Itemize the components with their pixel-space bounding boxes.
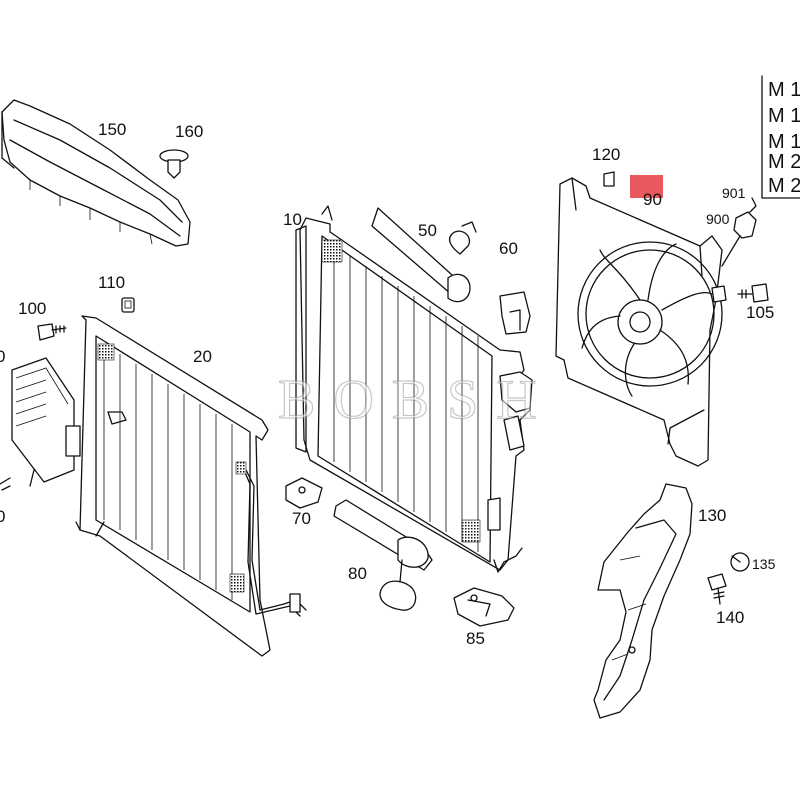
legend-row-2: M 1 bbox=[768, 105, 800, 127]
label-100: 100 bbox=[18, 299, 46, 318]
part-10-radiator[interactable] bbox=[295, 205, 533, 573]
part-901-pin[interactable] bbox=[749, 197, 757, 213]
label-130: 130 bbox=[698, 506, 726, 525]
label-70: 70 bbox=[292, 509, 311, 528]
part-135-clip[interactable] bbox=[730, 552, 750, 572]
label-110: 110 bbox=[98, 273, 125, 292]
part-70-pad[interactable] bbox=[285, 477, 323, 509]
part-60-bracket[interactable] bbox=[499, 291, 531, 335]
part-900-connector[interactable] bbox=[721, 211, 757, 267]
part-105-bolt[interactable] bbox=[737, 283, 769, 303]
label-20: 20 bbox=[193, 347, 212, 366]
legend-row-1: M 1 bbox=[768, 79, 800, 101]
part-140-bolt[interactable] bbox=[707, 573, 727, 605]
label-10: 10 bbox=[283, 210, 302, 229]
label-140: 140 bbox=[716, 608, 744, 627]
label-901: 901 bbox=[722, 185, 746, 201]
label-edge-bottom: 0 bbox=[0, 507, 5, 526]
label-60: 60 bbox=[499, 239, 518, 258]
part-edge-cooler[interactable] bbox=[11, 357, 81, 487]
label-80: 80 bbox=[348, 564, 367, 583]
label-160: 160 bbox=[175, 122, 203, 141]
part-160-clip[interactable] bbox=[159, 149, 189, 179]
legend-row-4: M 2 bbox=[768, 151, 800, 173]
legend-row-5: M 2 bbox=[768, 175, 800, 197]
part-120-grommet[interactable] bbox=[603, 171, 615, 187]
label-105: 105 bbox=[746, 303, 774, 322]
edge-screw bbox=[0, 477, 11, 491]
part-110-clip[interactable] bbox=[121, 297, 135, 313]
label-edge-top: 0 bbox=[0, 347, 5, 366]
label-900: 900 bbox=[706, 211, 730, 227]
label-135: 135 bbox=[752, 556, 776, 572]
part-85-mount[interactable] bbox=[453, 587, 515, 627]
part-150-air-duct[interactable] bbox=[1, 99, 191, 247]
legend-box: M 1 M 1 M 1 M 2 M 2 bbox=[761, 75, 800, 199]
watermark: BOBSH bbox=[278, 369, 555, 431]
part-90-fan-shroud[interactable] bbox=[555, 177, 727, 467]
legend-row-3: M 1 bbox=[768, 131, 800, 153]
part-130-deflector[interactable] bbox=[593, 483, 693, 719]
label-50: 50 bbox=[418, 221, 437, 240]
label-150: 150 bbox=[98, 120, 126, 139]
label-120: 120 bbox=[592, 145, 620, 164]
part-20-condenser[interactable] bbox=[75, 315, 307, 657]
part-80-seal-strip[interactable] bbox=[333, 499, 433, 611]
label-90: 90 bbox=[643, 190, 662, 209]
highlight-mark bbox=[630, 175, 663, 198]
part-100-screw[interactable] bbox=[37, 323, 67, 341]
part-50-seal[interactable] bbox=[371, 207, 477, 303]
label-85: 85 bbox=[466, 629, 485, 648]
